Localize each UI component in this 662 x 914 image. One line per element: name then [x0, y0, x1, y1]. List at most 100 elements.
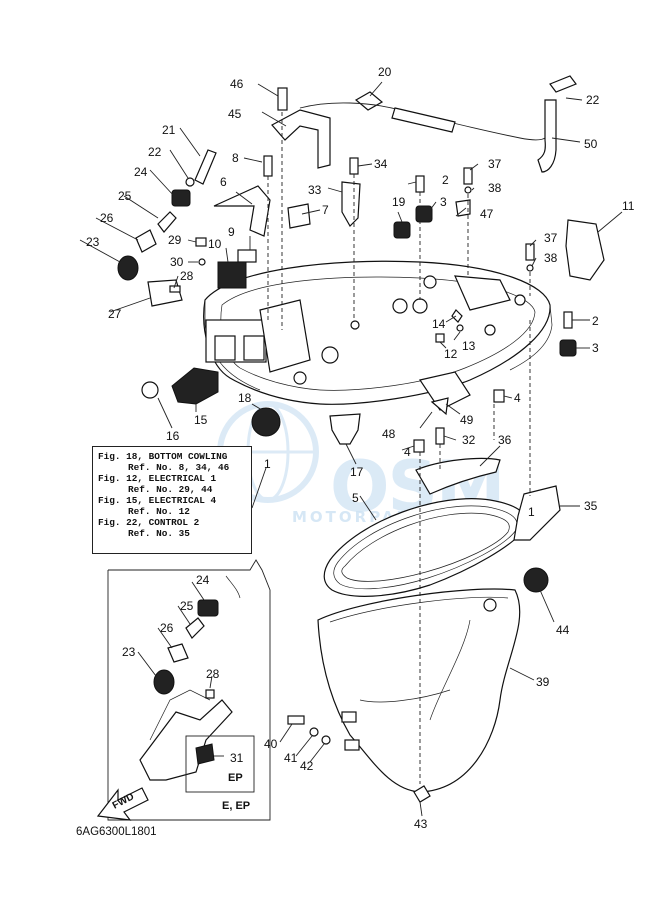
part-label: 12 — [444, 347, 458, 361]
part-label: 5 — [352, 491, 359, 505]
bolt-34 — [349, 157, 359, 175]
holder-9 — [237, 249, 257, 263]
part-label: 19 — [392, 195, 406, 209]
part-label: 2 — [592, 314, 599, 328]
ref-note-line: Ref. No. 35 — [128, 528, 190, 539]
part-label: 2 — [442, 173, 449, 187]
reference-note-box: Fig. 18, BOTTOM COWLING Ref. No. 8, 34, … — [92, 446, 252, 554]
part-label: 16 — [166, 429, 180, 443]
bracket-6 — [213, 185, 271, 237]
part-label: 39 — [536, 675, 550, 689]
plug-4-right — [493, 389, 505, 403]
grommet-24 — [171, 189, 191, 207]
fitting-17 — [329, 413, 361, 445]
part-label: 20 — [378, 65, 392, 79]
bolt-46 — [277, 87, 288, 111]
part-label: 43 — [414, 817, 428, 831]
part-label: 26 — [160, 621, 174, 635]
washer-41 — [309, 727, 319, 737]
part-label: 28 — [206, 667, 220, 681]
lower-cover — [317, 588, 521, 793]
bolt-37-top — [463, 167, 473, 185]
rubber-seal — [323, 498, 527, 597]
ref-note-line: Fig. 12, ELECTRICAL 1 — [98, 473, 217, 484]
holder-26 — [135, 229, 157, 253]
part-label: 15 — [194, 413, 208, 427]
clip-7 — [287, 203, 311, 229]
bolt-32 — [435, 427, 445, 445]
bolt-40 — [287, 715, 305, 725]
leader-lines — [79, 81, 623, 817]
grommet-44 — [523, 567, 549, 593]
washer-30 — [198, 258, 206, 266]
nut-43 — [413, 785, 431, 803]
grommet-19 — [393, 221, 411, 239]
part-label: 46 — [230, 77, 244, 91]
washer-38-right — [526, 264, 534, 272]
part-label: 36 — [498, 433, 512, 447]
part-label: 27 — [108, 307, 122, 321]
tube-21 — [194, 149, 217, 185]
screw-28 — [169, 285, 181, 293]
ref-note-line: Fig. 18, BOTTOM COWLING — [98, 451, 228, 462]
part-label: 31 — [230, 751, 244, 765]
nut-14 — [451, 309, 463, 323]
ref-note-line: Ref. No. 12 — [128, 506, 190, 517]
part-label: 23 — [86, 235, 100, 249]
part-label: 22 — [586, 93, 600, 107]
lever-35 — [513, 485, 561, 541]
hose-50 — [537, 99, 557, 173]
ref-note-line: Fig. 15, ELECTRICAL 4 — [98, 495, 217, 506]
part-label: 13 — [462, 339, 476, 353]
washer-38-top — [464, 186, 472, 194]
part-label: 28 — [180, 269, 194, 283]
part-label: 44 — [556, 623, 570, 637]
part-48 — [430, 397, 449, 416]
part-label: 37 — [544, 231, 558, 245]
grommet-23 — [117, 255, 139, 281]
part-label: 22 — [148, 145, 162, 159]
part-label: 3 — [592, 341, 599, 355]
clamp-22 — [185, 177, 195, 187]
part-label: 4 — [404, 445, 411, 459]
part-label: 30 — [170, 255, 184, 269]
part-label: 45 — [228, 107, 242, 121]
grommet-18 — [251, 407, 281, 437]
part-label: 10 — [208, 237, 222, 251]
part-label: 21 — [162, 123, 176, 137]
bolt-2-top — [415, 175, 425, 193]
part-label: 33 — [308, 183, 322, 197]
plate-27 — [147, 279, 183, 307]
inset-detail — [107, 559, 271, 821]
part-label: 23 — [122, 645, 136, 659]
bottom-cowling-tray — [203, 260, 553, 411]
part-label: 34 — [374, 157, 388, 171]
inset-ep-label: EP — [228, 772, 243, 784]
part-label: 7 — [322, 203, 329, 217]
part-label: 17 — [350, 465, 364, 479]
washer-42 — [321, 735, 331, 745]
part-label: 24 — [134, 165, 148, 179]
part-label: 29 — [168, 233, 182, 247]
part-label: 38 — [488, 181, 502, 195]
clip-20 — [354, 91, 384, 111]
part-label: 24 — [196, 573, 210, 587]
part-label: 1 — [528, 505, 535, 519]
part-label: 14 — [432, 317, 446, 331]
part-label: 8 — [232, 151, 239, 165]
part-label: 40 — [264, 737, 278, 751]
grommet-15 — [171, 367, 219, 405]
bracket-36 — [415, 457, 501, 495]
part-label: 4 — [514, 391, 521, 405]
plug-4-center — [413, 439, 425, 453]
part-label: 11 — [622, 199, 635, 213]
bolt-8 — [263, 155, 273, 177]
part-label: 41 — [284, 751, 298, 765]
grommet-3-right — [559, 339, 577, 357]
bolt-2-right — [563, 311, 573, 329]
clamp-16 — [141, 381, 159, 399]
part-label: 1 — [264, 457, 271, 471]
screw-12 — [435, 333, 445, 343]
part-label: 18 — [238, 391, 252, 405]
